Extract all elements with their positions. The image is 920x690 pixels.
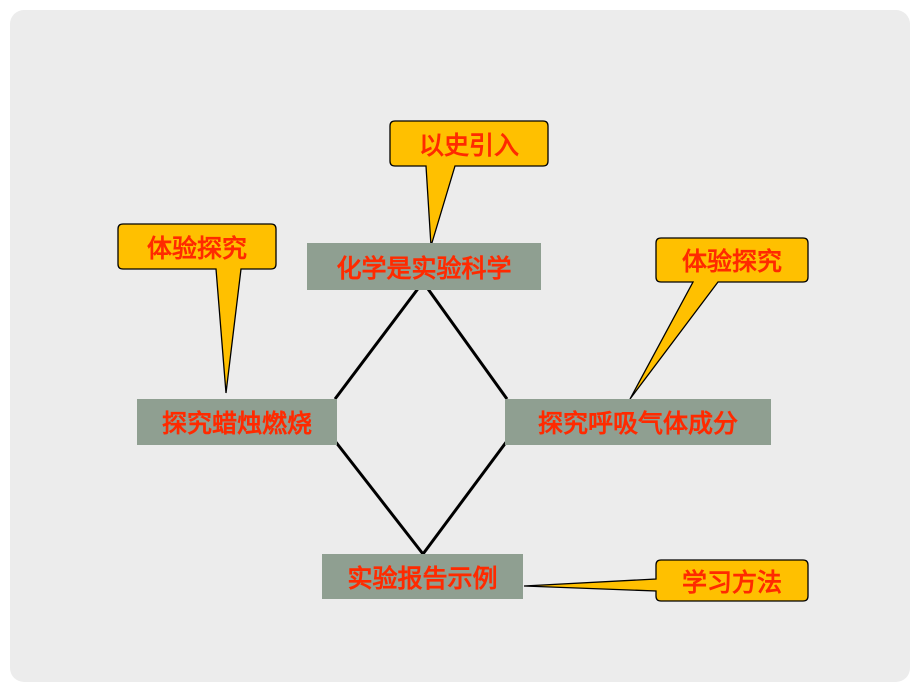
connector-top-left [333,281,425,400]
node-left: 探究蜡烛燃烧 [137,399,337,445]
callout-left-label: 体验探究 [146,233,247,263]
node-top: 化学是实验科学 [307,243,541,290]
callout-top-bubble [389,120,549,247]
diagram-canvas [117,120,809,602]
node-right: 探究呼吸气体成分 [505,399,771,445]
callout-bottom-label: 学习方法 [681,567,782,597]
node-bottom: 实验报告示例 [322,554,523,599]
slide: 以史引入 体验探究 体验探究 学习方法 化学是实验科学 探究蜡烛燃烧 探究呼吸气… [10,10,910,682]
callout-bottom-bubble [523,559,809,602]
callout-left-bubble [117,223,277,394]
connector-top-right [421,281,509,400]
diamond-connectors [333,281,509,555]
callout-top-label: 以史引入 [418,130,519,160]
connector-left-bottom [333,440,425,555]
callout-right-bubble [629,237,809,400]
callout-right-label: 体验探究 [681,247,782,276]
connector-right-bottom [421,440,509,555]
